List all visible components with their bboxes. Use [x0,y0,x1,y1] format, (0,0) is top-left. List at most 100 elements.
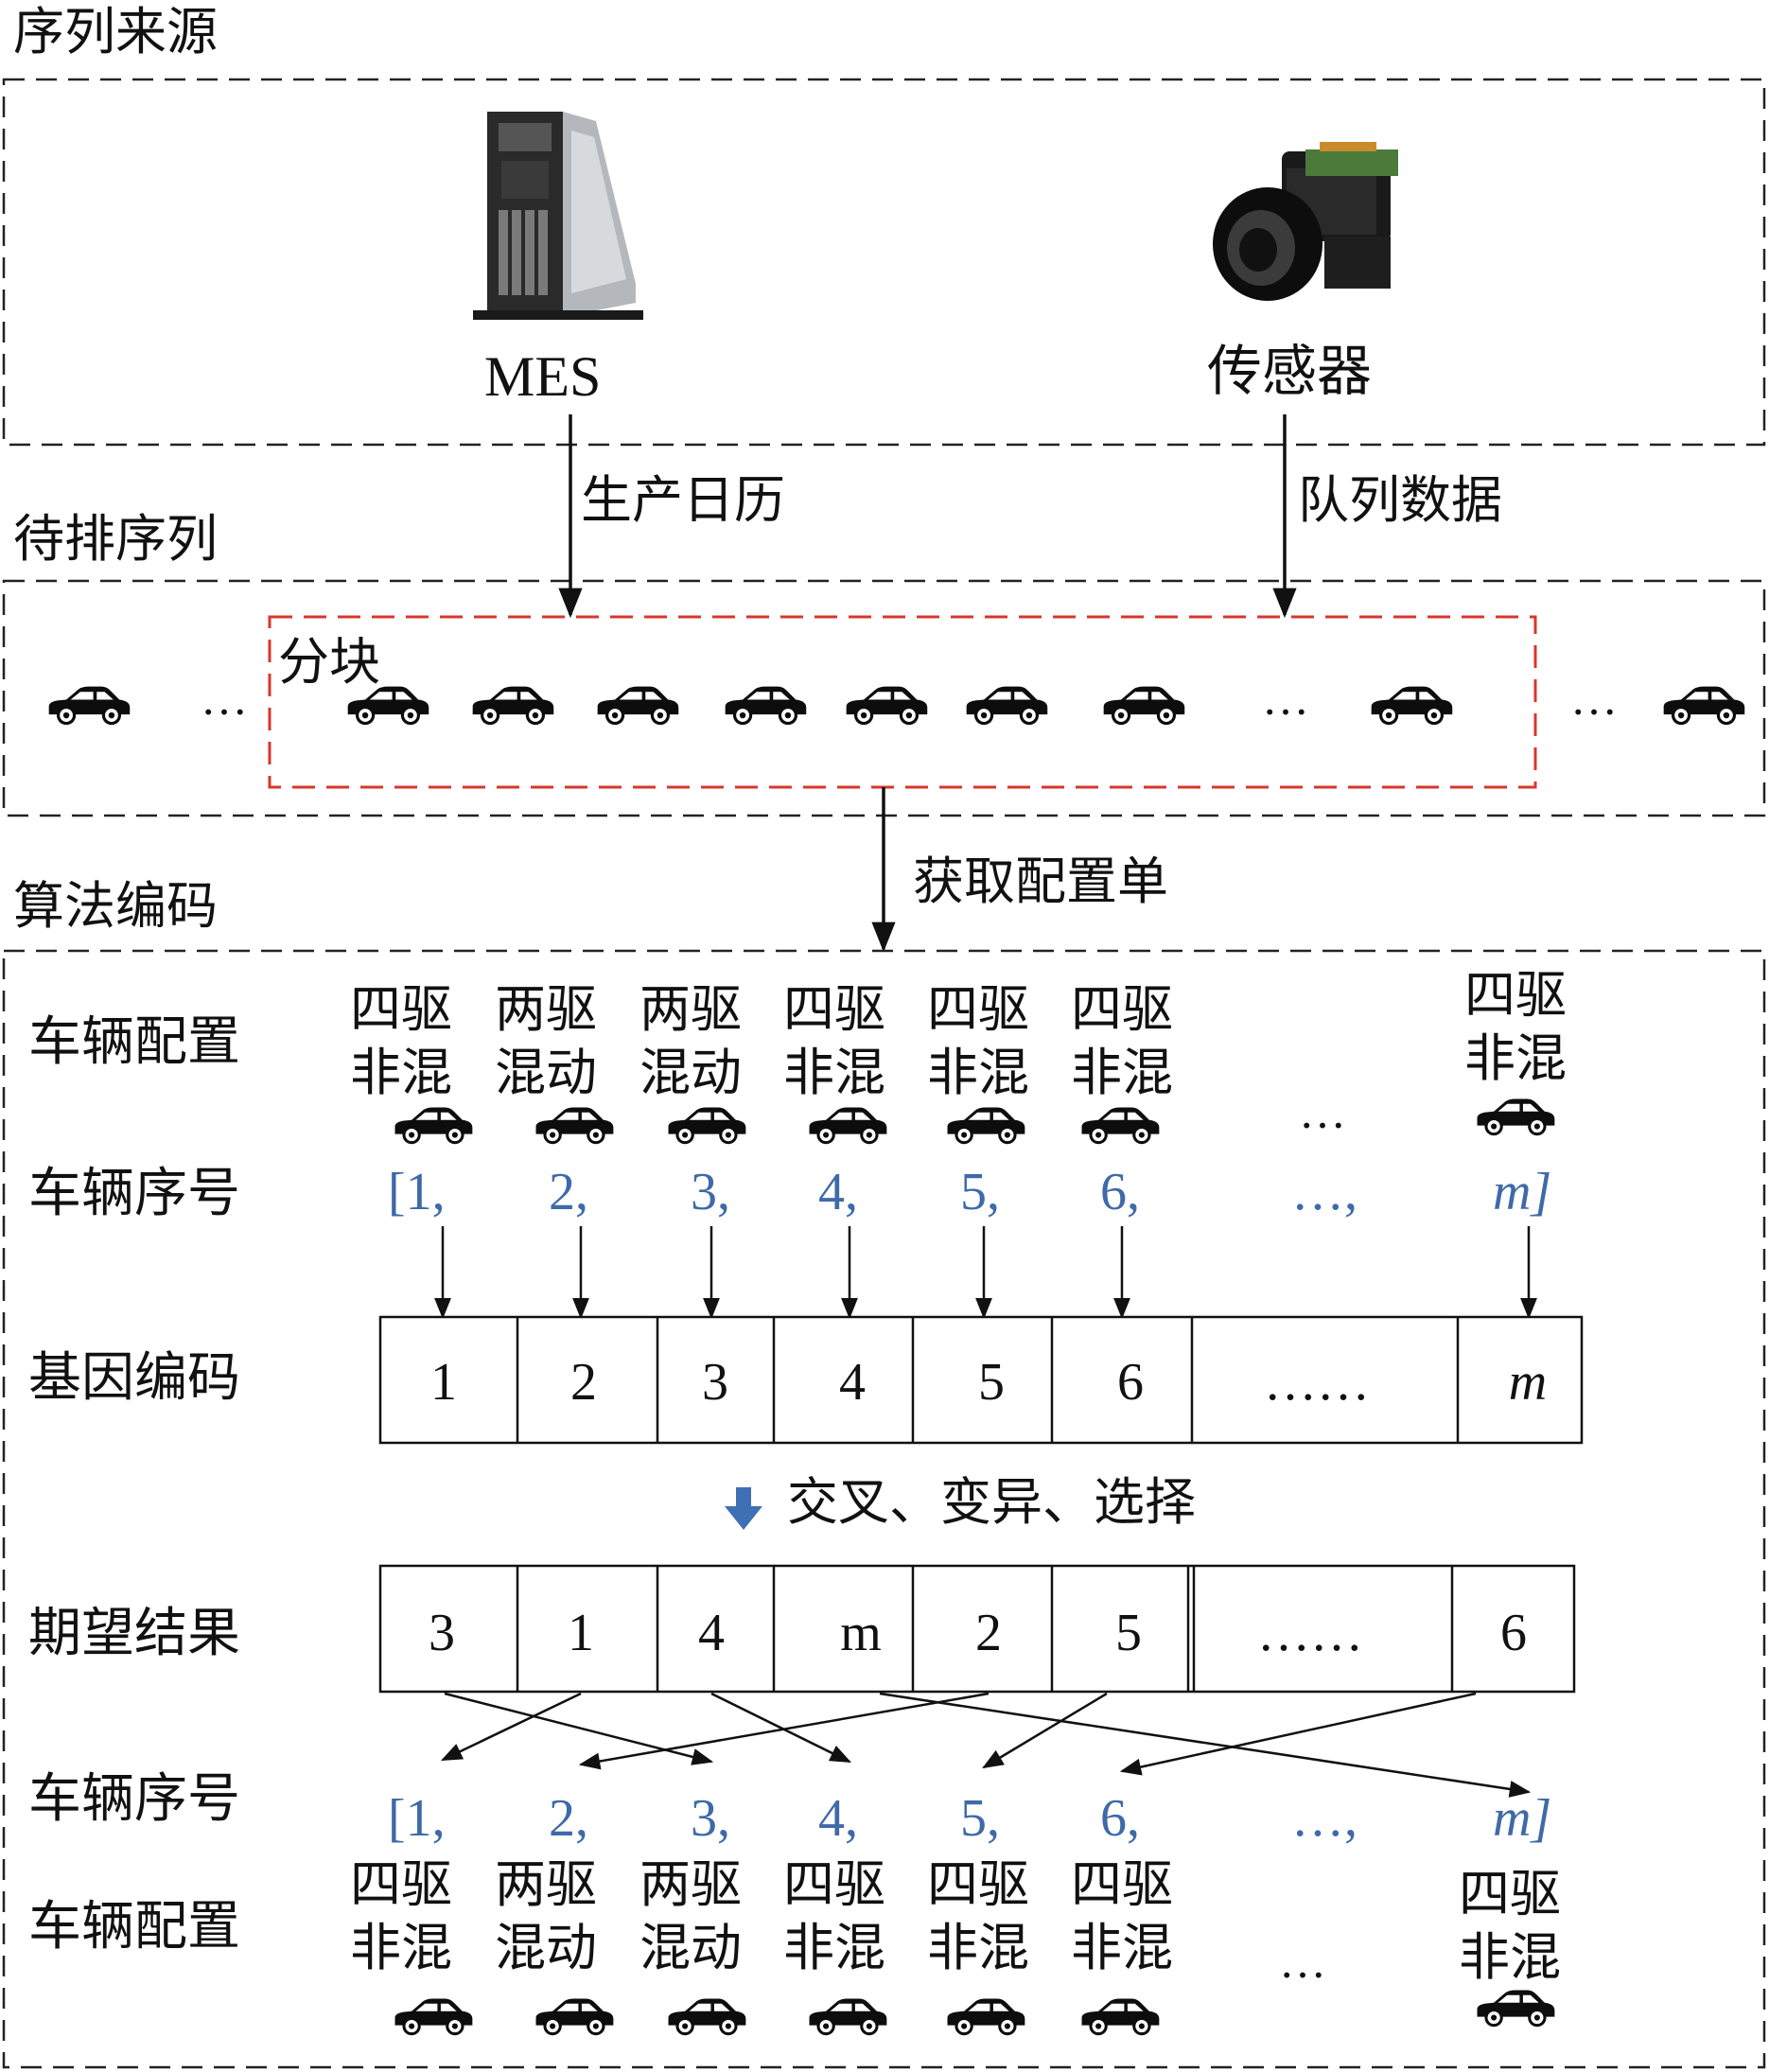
car-icon [1103,686,1185,726]
config-line2: 混动 [495,1043,597,1102]
config-line2: 非混 [927,1918,1029,1977]
index-item: 3, [691,1789,730,1848]
queue-cars [48,686,1745,726]
car-icon [347,686,429,726]
car-icon [668,1998,746,2036]
config-line1: 四驱 [783,979,885,1039]
config-line1: 两驱 [495,1854,597,1914]
expected-result-row: 3 1 4 m 2 5 …… 6 [378,1564,1576,1694]
config-ellipsis: … [1299,1085,1346,1138]
index-item: 6, [1100,1789,1140,1848]
config-line2: 非混 [927,1043,1029,1102]
camera-sensor-icon [1213,142,1398,301]
mes-arrow-label: 生产日历 [581,470,785,530]
car-icon [1371,686,1453,726]
bottom-config-row: 四驱 非混 两驱 混动 两驱 混动 四驱 非混 四驱 非混 四驱 非混 四驱 非… [350,1854,1561,1988]
car-icon [947,1998,1025,2036]
index-item: 6, [1100,1163,1140,1221]
config-line1: 四驱 [350,979,452,1039]
result-cell: 6 [1500,1604,1527,1662]
index-item-last: m] [1493,1789,1551,1848]
config-line1: 两驱 [639,1854,742,1914]
car-icon [846,686,928,726]
row-label-vehicle-config-2: 车辆配置 [28,1896,240,1958]
config-line1: 四驱 [1459,1864,1561,1923]
gene-cell: …… [1264,1353,1370,1412]
config-line2: 非混 [783,1043,885,1102]
car-icon [1081,1998,1160,2036]
index-item-last: m] [1493,1163,1551,1221]
config-line1: 四驱 [1464,965,1567,1025]
index-item: 2, [549,1163,588,1221]
index-item: 3, [691,1163,730,1221]
result-cell: 2 [975,1604,1002,1662]
gene-code-row: 1 2 3 4 5 6 …… m [378,1315,1584,1445]
car-icon [809,1998,887,2036]
config-line1: 四驱 [350,1854,452,1914]
index-item: …, [1291,1163,1357,1221]
car-icon [668,1107,746,1145]
gene-cell: 6 [1117,1353,1144,1412]
result-to-index-arrows [440,1692,1532,1798]
index-item: [1, [388,1163,446,1221]
queue-ellipsis-right: … [1570,672,1618,725]
car-icon [1081,1107,1160,1145]
config-line1: 两驱 [639,979,742,1039]
row-label-vehicle-config: 车辆配置 [28,1011,240,1073]
top-config-cars [394,1098,1555,1145]
config-line2: 非混 [1071,1043,1173,1102]
index-item: [1, [388,1789,446,1848]
car-icon [394,1998,473,2036]
car-icon [809,1107,887,1145]
result-cell: …… [1257,1604,1363,1662]
bottom-config-cars [394,1990,1555,2036]
index-item: 5, [960,1163,1000,1221]
section-title-source: 序列来源 [13,2,218,61]
top-index-row: [1, 2, 3, 4, 5, 6, …, m] [388,1163,1551,1221]
car-icon [1477,1990,1555,2028]
car-icon [535,1107,614,1145]
index-item: 4, [818,1163,858,1221]
car-icon [535,1998,614,2036]
result-cell: 3 [429,1604,455,1662]
block-frame [268,615,1537,789]
car-icon [1477,1098,1555,1136]
section-title-queue: 待排序列 [13,509,218,569]
car-icon [947,1107,1025,1145]
car-icon [48,686,131,726]
row-label-expected-result: 期望结果 [28,1603,240,1664]
operation-label: 交叉、变异、选择 [787,1472,1196,1532]
bottom-index-row: [1, 2, 3, 4, 5, 6, …, m] [388,1789,1551,1848]
gene-cell: 2 [570,1353,597,1412]
config-line1: 四驱 [1071,1854,1173,1914]
row-label-vehicle-index-2: 车辆序号 [28,1768,240,1830]
config-line2: 混动 [639,1043,742,1102]
result-cell: m [840,1604,882,1662]
config-line1: 四驱 [927,979,1029,1039]
config-line2: 混动 [639,1918,742,1977]
index-item: 2, [549,1789,588,1848]
mes-label: MES [484,345,601,408]
sensor-arrow-label: 队列数据 [1298,470,1502,530]
config-arrow-label: 获取配置单 [913,852,1168,911]
gene-cell: 4 [839,1353,866,1412]
config-line2: 非混 [1071,1918,1173,1977]
config-line1: 四驱 [927,1854,1029,1914]
config-line2: 非混 [350,1043,452,1102]
gene-cell: 3 [702,1353,728,1412]
gene-cell: 5 [978,1353,1005,1412]
section-title-coding: 算法编码 [13,876,218,936]
index-item: …, [1291,1789,1357,1848]
row-label-vehicle-index: 车辆序号 [28,1163,240,1224]
result-cell: 4 [698,1604,725,1662]
config-line1: 两驱 [495,979,597,1039]
result-cell: 5 [1115,1604,1142,1662]
config-line2: 非混 [1464,1028,1567,1088]
row-label-gene-code: 基因编码 [28,1347,240,1409]
car-icon [966,686,1048,726]
car-icon [597,686,679,726]
result-cell: 1 [568,1604,594,1662]
gene-cell: m [1509,1353,1547,1412]
car-icon [1663,686,1745,726]
